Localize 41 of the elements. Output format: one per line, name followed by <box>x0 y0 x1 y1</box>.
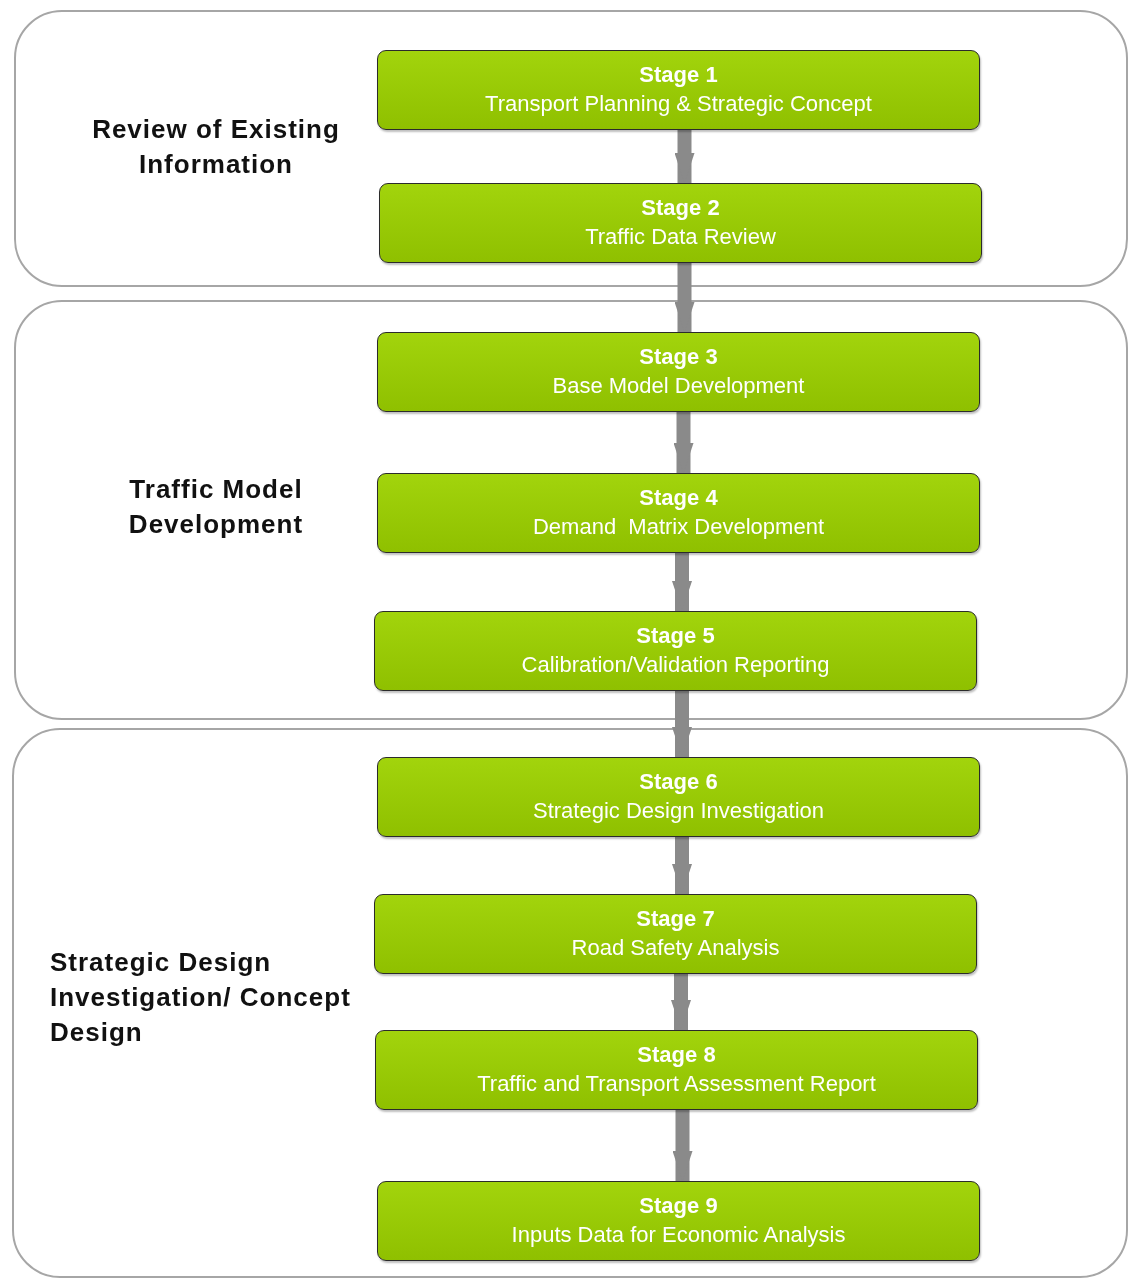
stage-box <box>379 183 982 263</box>
stage-description: Calibration/Validation Reporting <box>520 651 831 679</box>
stage-description: Traffic Data Review <box>584 223 777 251</box>
arrow <box>672 553 692 611</box>
stage-title: Stage 2 <box>640 194 721 223</box>
stage-title: Stage 4 <box>638 484 719 513</box>
group-heading: Traffic Model Development <box>127 473 305 542</box>
stage-description: Base Model Development <box>551 372 806 400</box>
stage-box <box>377 332 980 412</box>
stage-title: Stage 3 <box>638 343 719 372</box>
group-heading: Strategic Design Investigation/ Concept Design <box>50 946 352 1050</box>
stage-title: Stage 9 <box>638 1192 719 1221</box>
stage-description: Demand Matrix Development <box>532 513 825 541</box>
arrow <box>674 130 695 183</box>
group-heading: Review of Existing Information <box>91 113 341 182</box>
stage-description: Transport Planning & Strategic Concept <box>484 90 873 118</box>
stage-title: Stage 6 <box>638 768 719 797</box>
stage-box <box>377 50 980 130</box>
stage-title: Stage 8 <box>636 1041 717 1070</box>
stage-description: Strategic Design Investigation <box>531 797 826 825</box>
stage-description: Traffic and Transport Assessment Report <box>476 1070 877 1098</box>
group-panel <box>14 300 1128 720</box>
stage-box <box>377 473 980 553</box>
arrow <box>672 691 692 757</box>
group-panel <box>14 10 1128 287</box>
stage-title: Stage 7 <box>635 905 716 934</box>
stage-box <box>377 757 980 837</box>
arrow <box>672 837 692 894</box>
arrow <box>671 974 691 1030</box>
arrow <box>672 1110 693 1181</box>
stage-description: Road Safety Analysis <box>570 934 781 962</box>
group-panel <box>12 728 1128 1278</box>
arrow <box>674 263 695 332</box>
stage-title: Stage 5 <box>635 622 716 651</box>
stage-title: Stage 1 <box>638 61 719 90</box>
stage-description: Inputs Data for Economic Analysis <box>510 1221 847 1249</box>
stage-box <box>374 611 977 691</box>
stage-box <box>375 1030 978 1110</box>
arrow <box>673 412 694 473</box>
stage-box <box>377 1181 980 1261</box>
stage-box <box>374 894 977 974</box>
